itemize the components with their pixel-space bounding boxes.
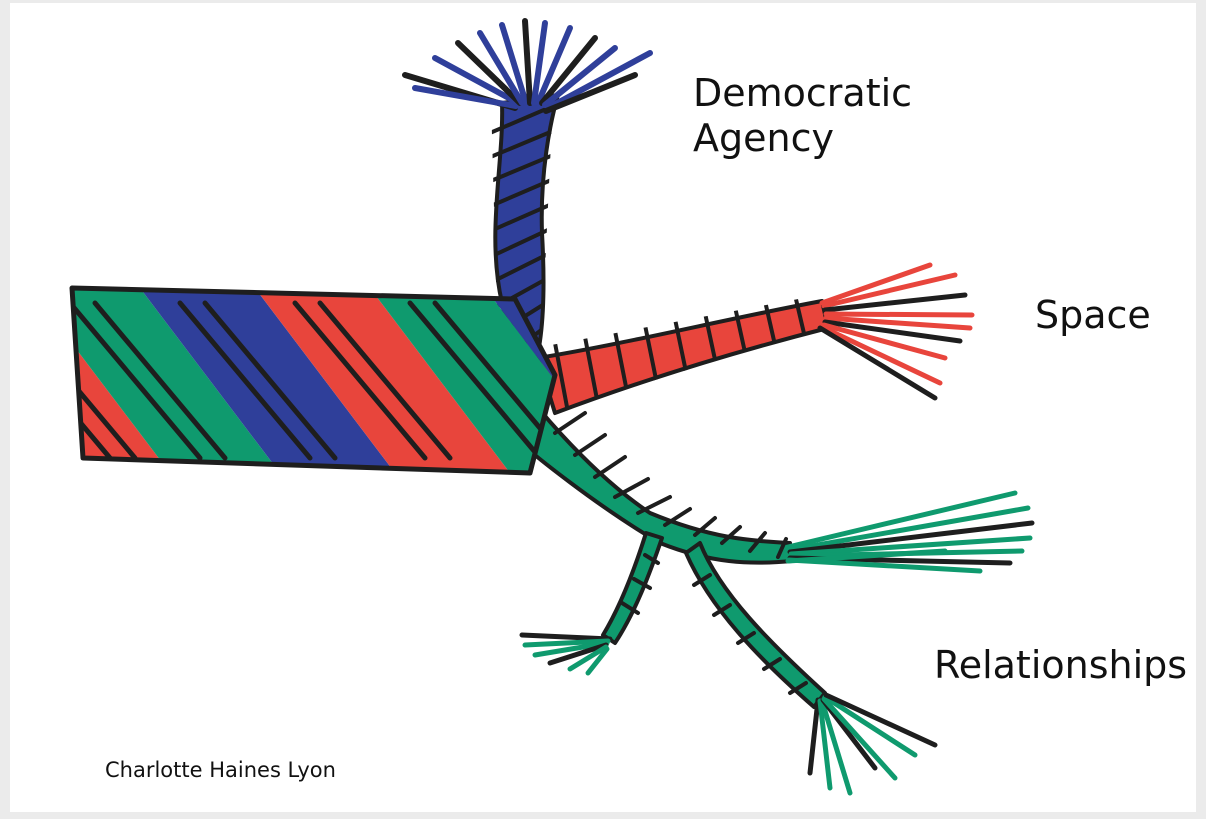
blue-fringe: [405, 21, 650, 111]
red-strand: [538, 265, 972, 423]
label-space: Space: [1035, 293, 1151, 338]
label-democratic-agency: Democratic Agency: [693, 71, 912, 161]
green-branch-left: [603, 533, 662, 643]
illustration-canvas: Democratic Agency Space Relationships Ch…: [10, 3, 1196, 812]
green-fringe-left: [522, 635, 610, 673]
green-fringe-right: [788, 493, 1032, 571]
green-fringe-bottom: [810, 695, 935, 793]
rope-illustration: [10, 3, 1196, 812]
label-relationships: Relationships: [934, 643, 1187, 688]
red-fringe: [820, 265, 972, 398]
credit-text: Charlotte Haines Lyon: [105, 758, 336, 783]
